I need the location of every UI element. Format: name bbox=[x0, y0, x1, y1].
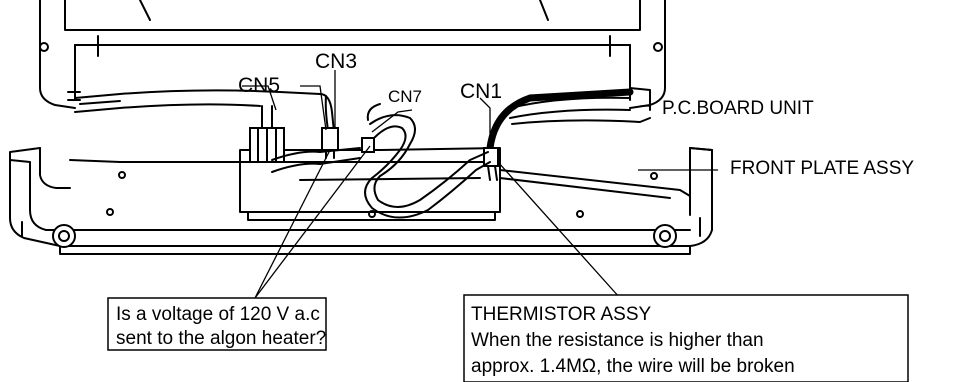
wire-harness bbox=[74, 87, 651, 152]
connector-cn3 bbox=[321, 127, 339, 159]
connector-cn5 bbox=[249, 105, 285, 163]
connector-cn7 bbox=[361, 103, 381, 153]
label-front-plate-assy: FRONT PLATE ASSY bbox=[730, 158, 914, 179]
mount-hole-right bbox=[653, 42, 663, 52]
label-cn1: CN1 bbox=[460, 80, 502, 103]
label-cn7: CN7 bbox=[388, 87, 422, 106]
heater-tube bbox=[271, 114, 491, 219]
mount-hole-left bbox=[39, 42, 49, 52]
thermistor-callout-box bbox=[463, 294, 909, 382]
label-cn5: CN5 bbox=[238, 74, 280, 97]
thermistor-note-line2: approx. 1.4MΩ, the wire will be broken bbox=[471, 356, 795, 377]
leader-lines bbox=[242, 70, 718, 299]
label-cn3: CN3 bbox=[315, 50, 357, 73]
upper-frame bbox=[39, 0, 666, 109]
thermistor-title: THERMISTOR ASSY bbox=[471, 304, 652, 325]
heater-note-line2: sent to the algon heater? bbox=[116, 328, 326, 349]
heater-note-line1: Is a voltage of 120 V a.c bbox=[116, 304, 320, 325]
thermistor-note-line1: When the resistance is higher than bbox=[471, 330, 764, 351]
front-plate-tray bbox=[9, 147, 713, 255]
label-pc-board-unit: P.C.BOARD UNIT bbox=[662, 98, 814, 119]
heater-callout-box bbox=[107, 297, 327, 351]
